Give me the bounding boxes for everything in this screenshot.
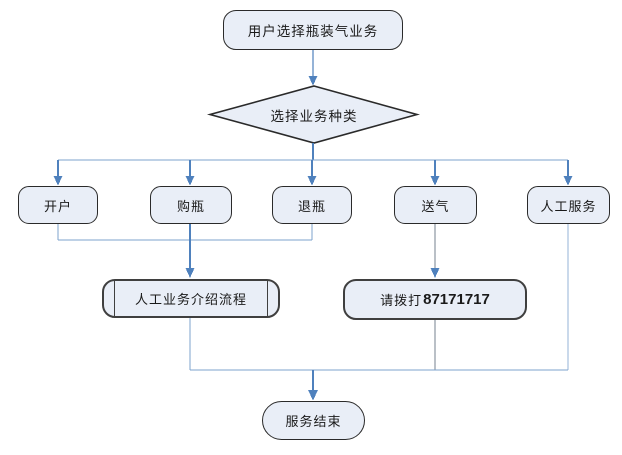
arrowhead-icon [53,176,63,186]
branch-label: 购瓶 [176,199,205,215]
phone-number: 87171717 [423,291,490,308]
intro-process-label: 人工业务介绍流程 [134,293,247,308]
call-prefix-label: 请拨打 [380,294,423,309]
branch-node-return-bottle: 退瓶 [272,186,352,224]
start-node-label: 用户选择瓶装气业务 [247,24,379,40]
predefined-process-bar [114,281,115,316]
arrowhead-icon [185,268,195,278]
branch-label: 人工服务 [540,199,597,215]
branch-node-gas-delivery: 送气 [394,186,477,224]
arrowhead-icon [430,176,440,186]
arrowhead-icon [430,268,440,278]
end-node-label: 服务结束 [285,415,342,430]
predefined-process-bar [267,281,268,316]
end-node: 服务结束 [262,401,365,440]
branch-label: 退瓶 [297,199,326,215]
branch-label: 送气 [421,199,450,215]
branch-node-open-account: 开户 [18,186,98,224]
arrowhead-icon [563,176,573,186]
arrowhead-icon [308,76,318,86]
decision-node-label: 选择业务种类 [270,108,358,125]
intro-process-node: 人工业务介绍流程 [102,279,280,318]
arrowhead-icon [185,176,195,186]
arrowhead-icon [308,390,318,401]
start-node: 用户选择瓶装气业务 [223,10,403,50]
branch-node-buy-bottle: 购瓶 [150,186,232,224]
arrowhead-icon [307,176,317,186]
branch-label: 开户 [43,199,72,215]
branch-node-manual-service: 人工服务 [527,186,610,224]
decision-node: 选择业务种类 [210,86,418,143]
